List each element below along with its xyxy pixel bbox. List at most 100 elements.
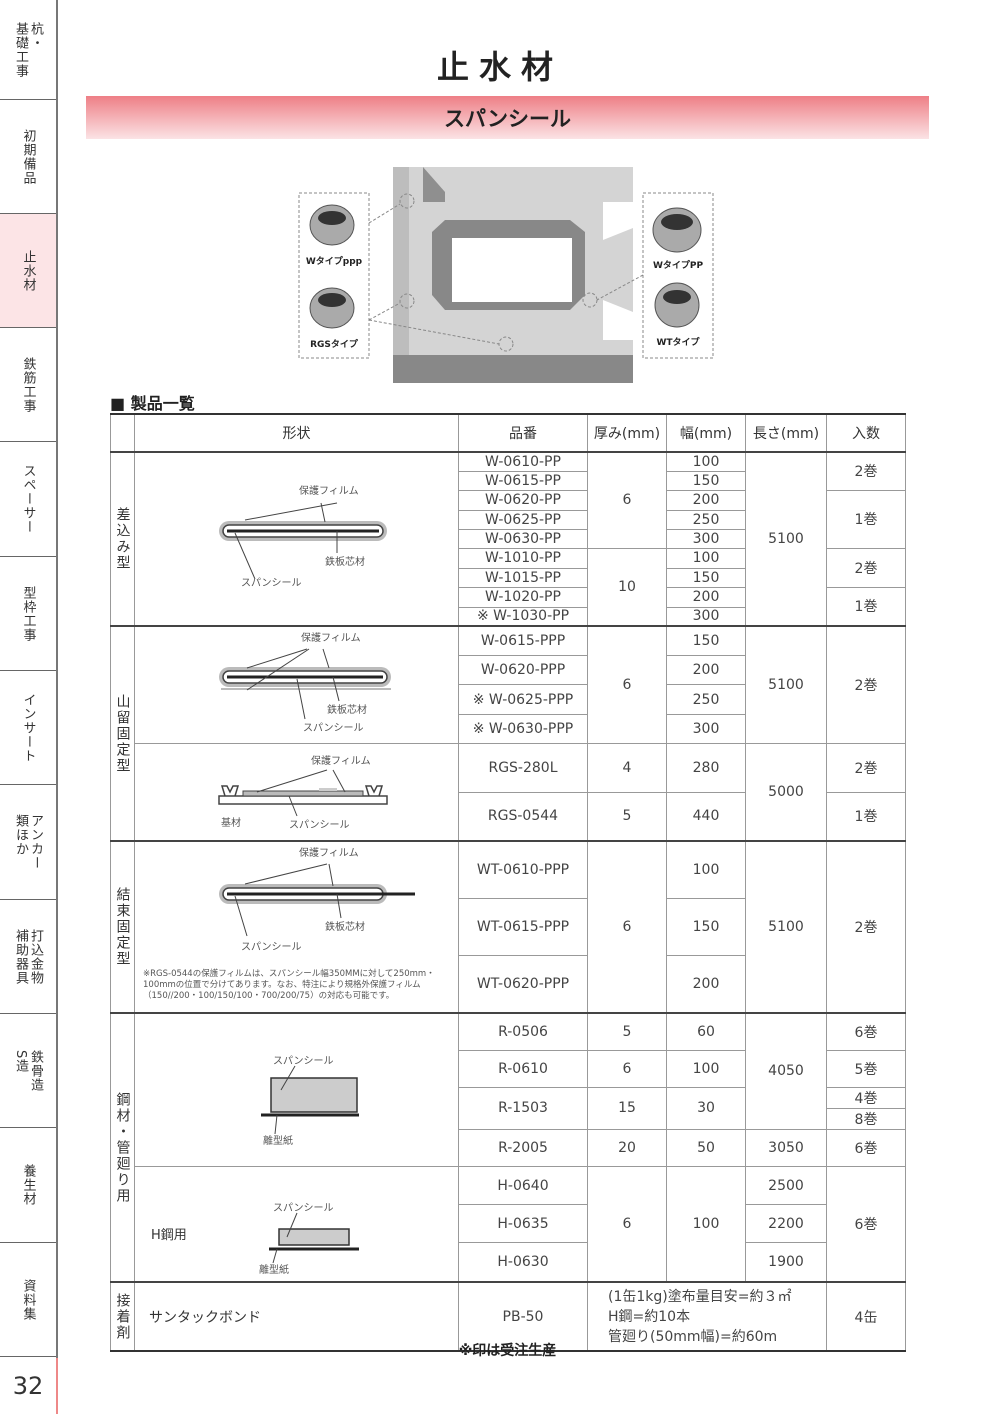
tab-label: 打込金物 bbox=[28, 928, 43, 985]
length: 4050 bbox=[745, 1011, 827, 1130]
sidebar-tab[interactable]: 養生材 bbox=[0, 1128, 56, 1243]
label-paper: 離型紙 bbox=[259, 1263, 289, 1276]
label-paper: 離型紙 bbox=[263, 1134, 293, 1147]
thickness: 20 bbox=[587, 1128, 667, 1168]
page-accent bbox=[56, 1358, 58, 1414]
shape-diagram: 保護フィルム 鉄板芯材 スパンシール bbox=[134, 625, 459, 744]
label-seal: スパンシール bbox=[273, 1055, 334, 1067]
product-code: H-0640 bbox=[458, 1165, 588, 1206]
r-type-diagram: スパンシール 離型紙 bbox=[260, 1055, 359, 1147]
thickness: 5 bbox=[587, 1011, 667, 1051]
product-code: W-0625-PP bbox=[458, 509, 588, 530]
tab-label: 養生材 bbox=[20, 1164, 36, 1206]
tab-label: 資料集 bbox=[20, 1278, 36, 1321]
quantity: 8巻 bbox=[854, 1111, 878, 1128]
tab-label: 型枠工事 bbox=[20, 585, 36, 642]
quantity: 4巻 bbox=[827, 1088, 905, 1109]
width: 440 bbox=[666, 791, 746, 842]
width: 30 bbox=[666, 1086, 746, 1130]
label-seal: スパンシール bbox=[241, 577, 302, 589]
quantity: 1巻 bbox=[826, 791, 906, 842]
product-code: R-0506 bbox=[458, 1011, 588, 1051]
width: 300 bbox=[666, 714, 746, 744]
quantity: 1巻 bbox=[826, 489, 906, 549]
product-code: RGS-280L bbox=[458, 743, 588, 793]
length: 5100 bbox=[745, 451, 827, 627]
tab-label: 止水材 bbox=[20, 249, 36, 292]
width: 200 bbox=[666, 586, 746, 608]
width: 100 bbox=[666, 1166, 746, 1283]
photo-label: RGSタイプ bbox=[310, 338, 359, 350]
tab-label: 鉄筋工事 bbox=[20, 356, 36, 413]
photo-label: Wタイプppp bbox=[306, 255, 363, 267]
retaining-type-diagram: 保護フィルム 鉄板芯材 スパンシール bbox=[218, 631, 391, 734]
spec-line: H鋼=約10本 bbox=[608, 1308, 691, 1325]
sidebar-tab[interactable]: アンカー類ほか bbox=[0, 785, 56, 900]
shape-diagram: 保護フィルム 鉄板芯材 スパンシール ※RGS-0544の保護フィルムは、スパン… bbox=[134, 840, 459, 1014]
width: 150 bbox=[666, 567, 746, 588]
product-code: PB-50 bbox=[458, 1281, 588, 1352]
width: 60 bbox=[666, 1011, 746, 1051]
label-seal: スパンシール bbox=[241, 941, 302, 952]
label-film: 保護フィルム bbox=[301, 631, 361, 644]
length: 1900 bbox=[745, 1242, 827, 1283]
product-photo: Wタイプppp RGSタイプ WタイプPP WTタイプ bbox=[298, 167, 714, 383]
width: 50 bbox=[666, 1128, 746, 1168]
label-core: 鉄板芯材 bbox=[327, 703, 367, 716]
thickness: 6 bbox=[587, 1049, 667, 1088]
product-banner: スパンシール bbox=[86, 96, 929, 139]
sidebar-tab[interactable]: 止水材 bbox=[0, 214, 56, 328]
label-film: 保護フィルム bbox=[311, 754, 371, 767]
width: 300 bbox=[666, 528, 746, 549]
sidebar-tab[interactable]: 資料集 bbox=[0, 1243, 56, 1357]
label-film: 保護フィルム bbox=[299, 846, 359, 859]
product-code: W-1010-PP bbox=[458, 547, 588, 569]
insert-type-diagram: 保護フィルム 鉄板芯材 スパンシール bbox=[218, 484, 387, 589]
width: 150 bbox=[666, 897, 746, 956]
sidebar-tab[interactable]: 打込金物補助器具 bbox=[0, 900, 56, 1014]
tab-label: 類ほか bbox=[13, 814, 28, 856]
tab-label: 杭・ bbox=[28, 21, 43, 50]
thickness: 15 bbox=[587, 1086, 667, 1130]
width: 250 bbox=[666, 684, 746, 716]
page-number: 32 bbox=[12, 1372, 44, 1400]
label-core: 鉄板芯材 bbox=[325, 920, 365, 933]
length: 2500 bbox=[745, 1165, 827, 1206]
sidebar-tab[interactable]: 型枠工事 bbox=[0, 557, 56, 671]
sidebar-tab[interactable]: 初期備品 bbox=[0, 100, 56, 214]
col-thickness: 厚み(mm) bbox=[587, 413, 667, 453]
rgs-type-diagram: 保護フィルム 基材 スパンシール bbox=[217, 754, 388, 831]
thickness: 10 bbox=[587, 547, 667, 627]
quantity: 6巻 bbox=[826, 1011, 906, 1051]
product-code: ※ W-0625-PPP bbox=[458, 684, 588, 716]
width: 200 bbox=[666, 954, 746, 1014]
tab-label: インサート bbox=[20, 692, 36, 763]
sidebar-tab[interactable]: 鉄筋工事 bbox=[0, 328, 56, 442]
quantity: 2巻 bbox=[826, 625, 906, 744]
label-h-beam: H鋼用 bbox=[151, 1228, 187, 1243]
quantity: 2巻 bbox=[826, 451, 906, 491]
thickness: 6 bbox=[587, 1166, 667, 1283]
quantity: 4缶 bbox=[826, 1281, 906, 1352]
length: 5000 bbox=[745, 743, 827, 842]
product-code: WT-0620-PPP bbox=[458, 954, 588, 1014]
thickness: 6 bbox=[587, 625, 667, 744]
made-to-order-note: ※印は受注生産 bbox=[458, 1343, 557, 1359]
tab-label: アンカー bbox=[28, 814, 43, 870]
sidebar-tab[interactable]: スペーサー bbox=[0, 442, 56, 557]
spec-line: 管廻り(50mm幅)=約60m bbox=[608, 1328, 778, 1345]
sidebar-tab[interactable]: インサート bbox=[0, 671, 56, 785]
width: 200 bbox=[666, 655, 746, 686]
header-row: 形状 品番 厚み(mm) 幅(mm) 長さ(mm) 入数 bbox=[110, 413, 906, 453]
photo-label: WTタイプ bbox=[656, 336, 700, 348]
shape-diagram: 保護フィルム 鉄板芯材 スパンシール bbox=[134, 451, 459, 627]
h-beam-diagram: H鋼用 スパンシール 離型紙 bbox=[151, 1202, 359, 1276]
category-label: 結束固定型 bbox=[110, 840, 135, 1014]
section-heading: ■ 製品一覧 bbox=[110, 394, 195, 413]
col-length: 長さ(mm) bbox=[745, 413, 827, 453]
sidebar-tab[interactable]: 杭・基礎工事 bbox=[0, 0, 56, 100]
product-code: W-0620-PPP bbox=[458, 655, 588, 686]
col-width: 幅(mm) bbox=[666, 413, 746, 453]
category-label: 鋼材・管廻り用 bbox=[110, 1012, 135, 1283]
